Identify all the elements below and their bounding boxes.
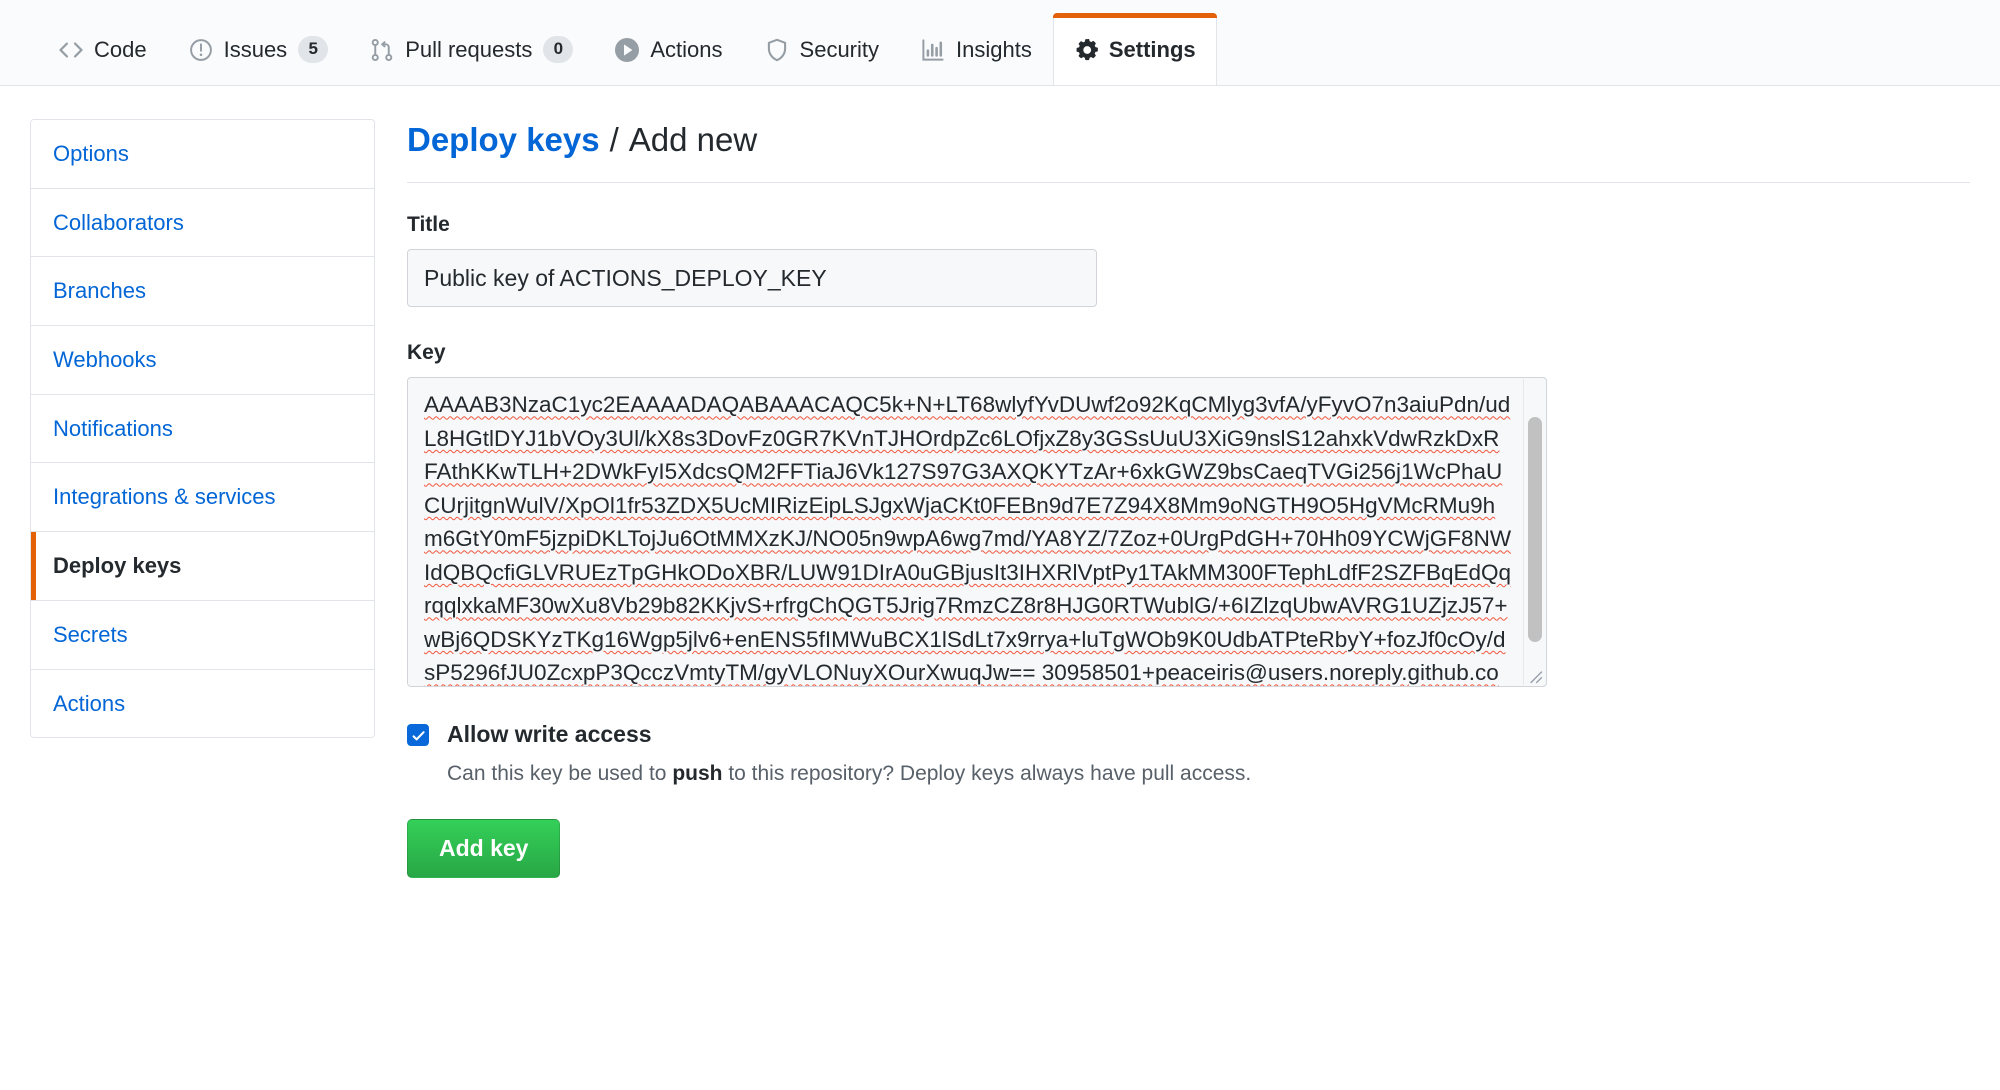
tab-label: Issues (223, 36, 288, 62)
play-icon (615, 37, 640, 62)
pull-requests-count-badge: 0 (543, 36, 574, 63)
resize-handle-icon[interactable] (1525, 666, 1543, 684)
breadcrumb-current: Add new (628, 121, 758, 158)
tab-label: Insights (956, 36, 1032, 62)
allow-write-access-row[interactable]: Allow write access Can this key be used … (407, 719, 1970, 788)
key-textarea[interactable]: AAAAB3NzaC1yc2EAAAADAQABAAACAQC5k+N+LT68… (424, 392, 1512, 686)
sidebar-item-branches[interactable]: Branches (31, 257, 374, 327)
allow-write-access-help: Can this key be used to push to this rep… (447, 759, 1251, 788)
sidebar-item-options[interactable]: Options (31, 120, 374, 189)
breadcrumb-parent-link[interactable]: Deploy keys (407, 121, 600, 158)
breadcrumb-separator: / (609, 121, 619, 158)
sidebar-item-webhooks[interactable]: Webhooks (31, 326, 374, 395)
issues-count-badge: 5 (298, 36, 329, 63)
sidebar-item-deploy-keys[interactable]: Deploy keys (31, 532, 374, 601)
allow-write-access-checkbox[interactable] (407, 724, 429, 747)
tab-issues[interactable]: Issues 5 (168, 13, 350, 85)
sidebar-item-integrations-and-services[interactable]: Integrations & services (31, 463, 374, 533)
key-field-group: Key AAAAB3NzaC1yc2EAAAADAQABAAACAQC5k+N+… (407, 341, 1970, 688)
sidebar-item-actions[interactable]: Actions (31, 669, 374, 738)
add-key-button[interactable]: Add key (407, 818, 561, 879)
key-field-label: Key (407, 341, 446, 365)
graph-icon (921, 38, 945, 62)
shield-icon (765, 38, 789, 62)
breadcrumb: Deploy keys / Add new (407, 119, 1970, 184)
tab-settings[interactable]: Settings (1052, 13, 1217, 85)
tab-insights[interactable]: Insights (900, 13, 1053, 85)
allow-write-access-label: Allow write access (447, 721, 652, 748)
tab-label: Code (94, 36, 147, 62)
sidebar-item-collaborators[interactable]: Collaborators (31, 188, 374, 258)
allow-write-access-texts: Allow write access Can this key be used … (429, 719, 1251, 788)
help-suffix: to this repository? Deploy keys always h… (722, 762, 1252, 786)
tab-label: Settings (1108, 36, 1196, 62)
sidebar-item-notifications[interactable]: Notifications (31, 394, 374, 464)
repository-nav-bar: Code Issues 5 Pull requests 0 Actions Se… (0, 0, 2000, 86)
code-icon (59, 38, 83, 62)
key-textarea-scrollbar-thumb[interactable] (1528, 417, 1542, 643)
tab-code[interactable]: Code (38, 13, 168, 85)
tab-label: Pull requests (405, 36, 533, 62)
title-field-label: Title (407, 213, 450, 237)
git-pull-request-icon (370, 38, 394, 62)
settings-page: Options Collaborators Branches Webhooks … (0, 86, 2000, 879)
help-prefix: Can this key be used to (447, 762, 673, 786)
sidebar-item-secrets[interactable]: Secrets (31, 600, 374, 670)
settings-sidebar: Options Collaborators Branches Webhooks … (30, 119, 375, 739)
gear-icon (1074, 38, 1098, 62)
tab-pull-requests[interactable]: Pull requests 0 (349, 13, 594, 85)
help-bold-push: push (672, 762, 723, 786)
deploy-key-form: Deploy keys / Add new Title Key AAAAB3Nz… (399, 119, 1970, 879)
key-textarea-scrollbar[interactable] (1523, 379, 1545, 686)
key-textarea-wrapper[interactable]: AAAAB3NzaC1yc2EAAAADAQABAAACAQC5k+N+LT68… (407, 377, 1547, 688)
tab-label: Actions (650, 36, 723, 62)
issue-opened-icon (189, 38, 213, 62)
tab-label: Security (799, 36, 880, 62)
tab-actions[interactable]: Actions (594, 13, 743, 85)
title-input[interactable] (407, 249, 1097, 308)
tab-security[interactable]: Security (744, 13, 900, 85)
